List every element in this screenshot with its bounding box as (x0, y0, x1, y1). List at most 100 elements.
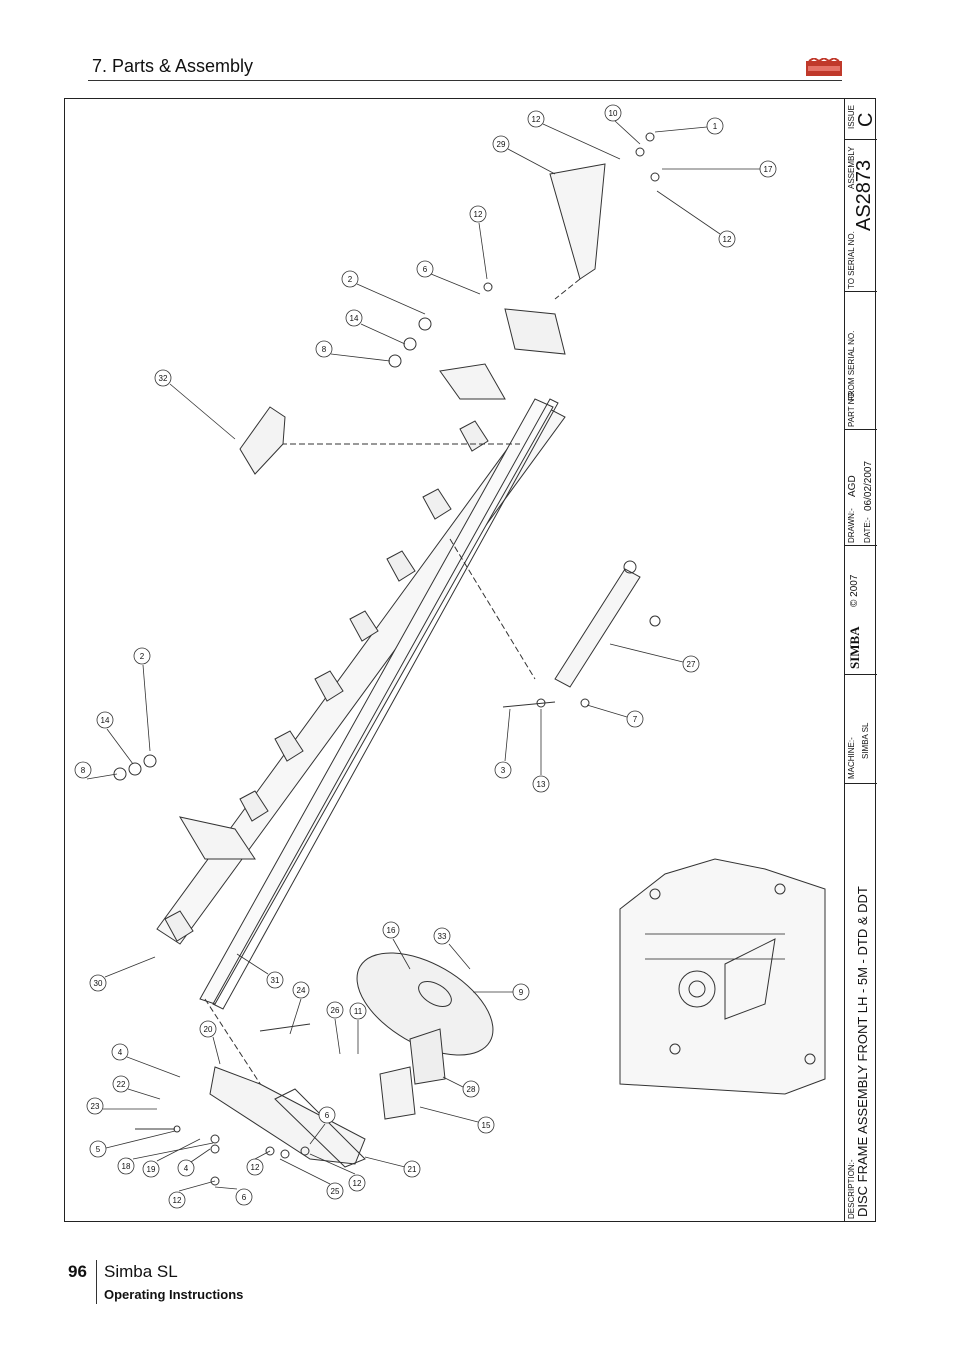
svg-text:31: 31 (271, 976, 280, 985)
callout-12-f: 12 (309, 1153, 366, 1192)
svg-text:14: 14 (101, 716, 110, 725)
svg-text:4: 4 (118, 1048, 123, 1057)
callout-9: 9 (473, 983, 530, 1001)
callout-16: 16 (382, 921, 411, 970)
svg-text:21: 21 (408, 1165, 417, 1174)
callout-6-c: 6 (309, 1106, 336, 1145)
callout-24: 24 (289, 981, 310, 1035)
svg-text:28: 28 (467, 1085, 476, 1094)
svg-text:3: 3 (501, 766, 506, 775)
svg-text:6: 6 (325, 1111, 330, 1120)
callout-29: 29 (492, 135, 556, 175)
callout-30: 30 (89, 956, 156, 992)
drawn-by: AGD (847, 475, 858, 497)
callout-4-a: 4 (111, 1043, 181, 1078)
svg-text:1: 1 (713, 122, 718, 131)
svg-text:12: 12 (353, 1179, 362, 1188)
callout-17: 17 (662, 160, 777, 178)
copyright: © 2007 (849, 574, 860, 607)
svg-text:7: 7 (633, 715, 638, 724)
simba-logo (806, 56, 842, 78)
title-block: ISSUE C ASSEMBLY AS2873 TO SERIAL NO. FR… (844, 99, 877, 1221)
svg-text:8: 8 (322, 345, 327, 354)
section-title: 7. Parts & Assembly (92, 56, 254, 76)
to-serial-label: TO SERIAL NO. (847, 231, 856, 289)
callout-14-b: 14 (96, 711, 134, 765)
callout-12-b: 12 (656, 190, 736, 248)
assembly-number: AS2873 (853, 159, 875, 231)
issue-value: C (855, 112, 877, 127)
callout-12-d: 12 (246, 1150, 271, 1176)
callout-19: 19 (142, 1138, 201, 1178)
callout-4-b: 4 (177, 1148, 211, 1177)
date-label: DATE:- (863, 517, 872, 543)
svg-text:25: 25 (331, 1187, 340, 1196)
drawing-date: 06/02/2007 (863, 460, 874, 511)
callout-20: 20 (199, 1020, 221, 1065)
svg-text:17: 17 (764, 165, 773, 174)
svg-text:4: 4 (184, 1164, 189, 1173)
callout-8-b: 8 (74, 761, 118, 780)
exploded-assembly-diagram: 1 10 12 29 17 12 12 6 2 14 8 32 2 14 8 2… (74, 104, 826, 1209)
callout-23: 23 (86, 1097, 157, 1115)
page-number: 96 (68, 1262, 87, 1281)
callout-2-b: 2 (133, 647, 151, 752)
callout-1: 1 (654, 117, 724, 135)
callout-6-a: 6 (416, 260, 481, 295)
svg-text:15: 15 (482, 1121, 491, 1130)
callout-27: 27 (609, 643, 700, 673)
callout-25: 25 (279, 1158, 344, 1200)
svg-text:16: 16 (387, 926, 396, 935)
drawn-label: DRAWN:- (847, 508, 856, 543)
footer-divider (96, 1260, 97, 1304)
callout-11: 11 (349, 1002, 367, 1054)
machine-name: SIMBA SL (861, 722, 870, 759)
callout-2-a: 2 (341, 270, 426, 315)
svg-text:8: 8 (81, 766, 86, 775)
svg-text:27: 27 (687, 660, 696, 669)
callout-31: 31 (236, 953, 284, 989)
svg-text:11: 11 (354, 1007, 363, 1016)
callout-33: 33 (433, 927, 471, 970)
svg-text:20: 20 (204, 1025, 213, 1034)
callout-14-a: 14 (345, 309, 406, 345)
callout-32: 32 (154, 369, 236, 440)
svg-text:2: 2 (348, 275, 353, 284)
svg-text:6: 6 (423, 265, 428, 274)
callout-8-a: 8 (315, 340, 391, 362)
svg-text:18: 18 (122, 1162, 131, 1171)
callout-3: 3 (494, 708, 512, 779)
svg-text:6: 6 (242, 1193, 247, 1202)
machine-label: MACHINE:- (847, 737, 856, 779)
callout-7: 7 (586, 704, 644, 728)
callout-28: 28 (442, 1076, 480, 1098)
svg-text:33: 33 (438, 932, 447, 941)
svg-text:2: 2 (140, 652, 145, 661)
svg-text:9: 9 (519, 988, 524, 997)
svg-text:22: 22 (117, 1080, 126, 1089)
document-type: Operating Instructions (104, 1287, 244, 1302)
callout-6-b: 6 (214, 1186, 253, 1206)
callout-5: 5 (89, 1130, 176, 1158)
svg-text:29: 29 (497, 140, 506, 149)
callout-26: 26 (326, 1001, 344, 1055)
svg-text:10: 10 (609, 109, 618, 118)
svg-text:14: 14 (350, 314, 359, 323)
svg-text:5: 5 (96, 1145, 101, 1154)
svg-text:12: 12 (173, 1196, 182, 1205)
svg-text:32: 32 (159, 374, 168, 383)
brand-mark: SIMBA (847, 626, 862, 669)
svg-text:23: 23 (91, 1102, 100, 1111)
callout-12-a: 12 (527, 110, 621, 160)
svg-text:19: 19 (147, 1165, 156, 1174)
callout-13: 13 (532, 709, 550, 793)
callout-21: 21 (364, 1156, 421, 1178)
callout-10: 10 (604, 104, 641, 145)
svg-text:12: 12 (474, 210, 483, 219)
callout-12-e: 12 (168, 1180, 216, 1209)
svg-text:24: 24 (297, 986, 306, 995)
callout-22: 22 (112, 1075, 161, 1100)
callout-18: 18 (117, 1142, 214, 1175)
parts-drawing: 1 10 12 29 17 12 12 6 2 14 8 32 2 14 8 2… (64, 98, 877, 1222)
svg-text:12: 12 (251, 1163, 260, 1172)
